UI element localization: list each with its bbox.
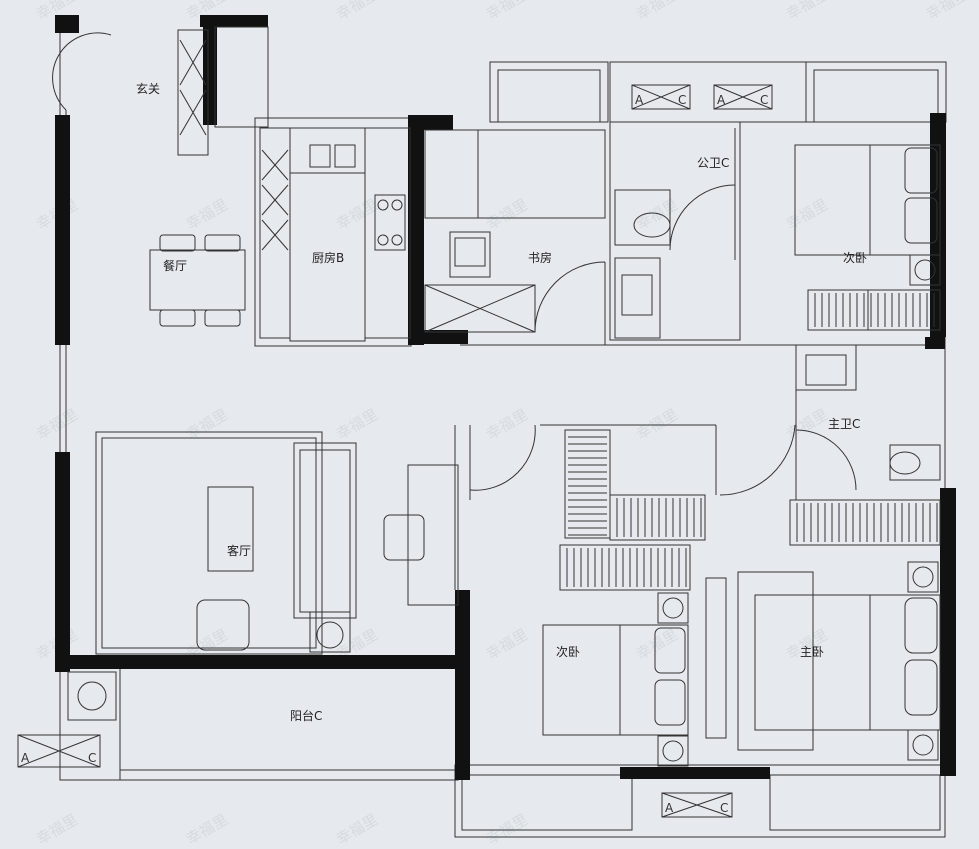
room-label-bedroom-ne: 次卧	[843, 251, 867, 265]
ac-label-left: A	[665, 801, 674, 815]
room-labels: 玄关 餐厅 厨房B 书房 公卫C 次卧 主卫C 客厅 次卧 主卧 阳台C	[136, 81, 867, 723]
ac-label-right: C	[720, 801, 728, 815]
room-label-public-bath: 公卫C	[697, 156, 729, 170]
ac-label-left: A	[717, 93, 726, 107]
ac-label-left: A	[635, 93, 644, 107]
room-label-kitchen: 厨房B	[312, 250, 344, 265]
ac-label-right: C	[760, 93, 768, 107]
room-label-dining: 餐厅	[163, 258, 187, 273]
room-label-master-bed: 主卧	[800, 645, 824, 659]
ac-label-right: C	[678, 93, 686, 107]
room-label-master-bath: 主卫C	[828, 417, 860, 431]
room-label-entry: 玄关	[136, 81, 160, 96]
room-label-living: 客厅	[227, 543, 251, 558]
ac-label-right: C	[88, 751, 96, 765]
ac-label-left: A	[21, 751, 30, 765]
room-label-bedroom-s: 次卧	[556, 645, 580, 659]
room-label-balcony: 阳台C	[290, 708, 322, 723]
room-label-study: 书房	[528, 250, 552, 265]
